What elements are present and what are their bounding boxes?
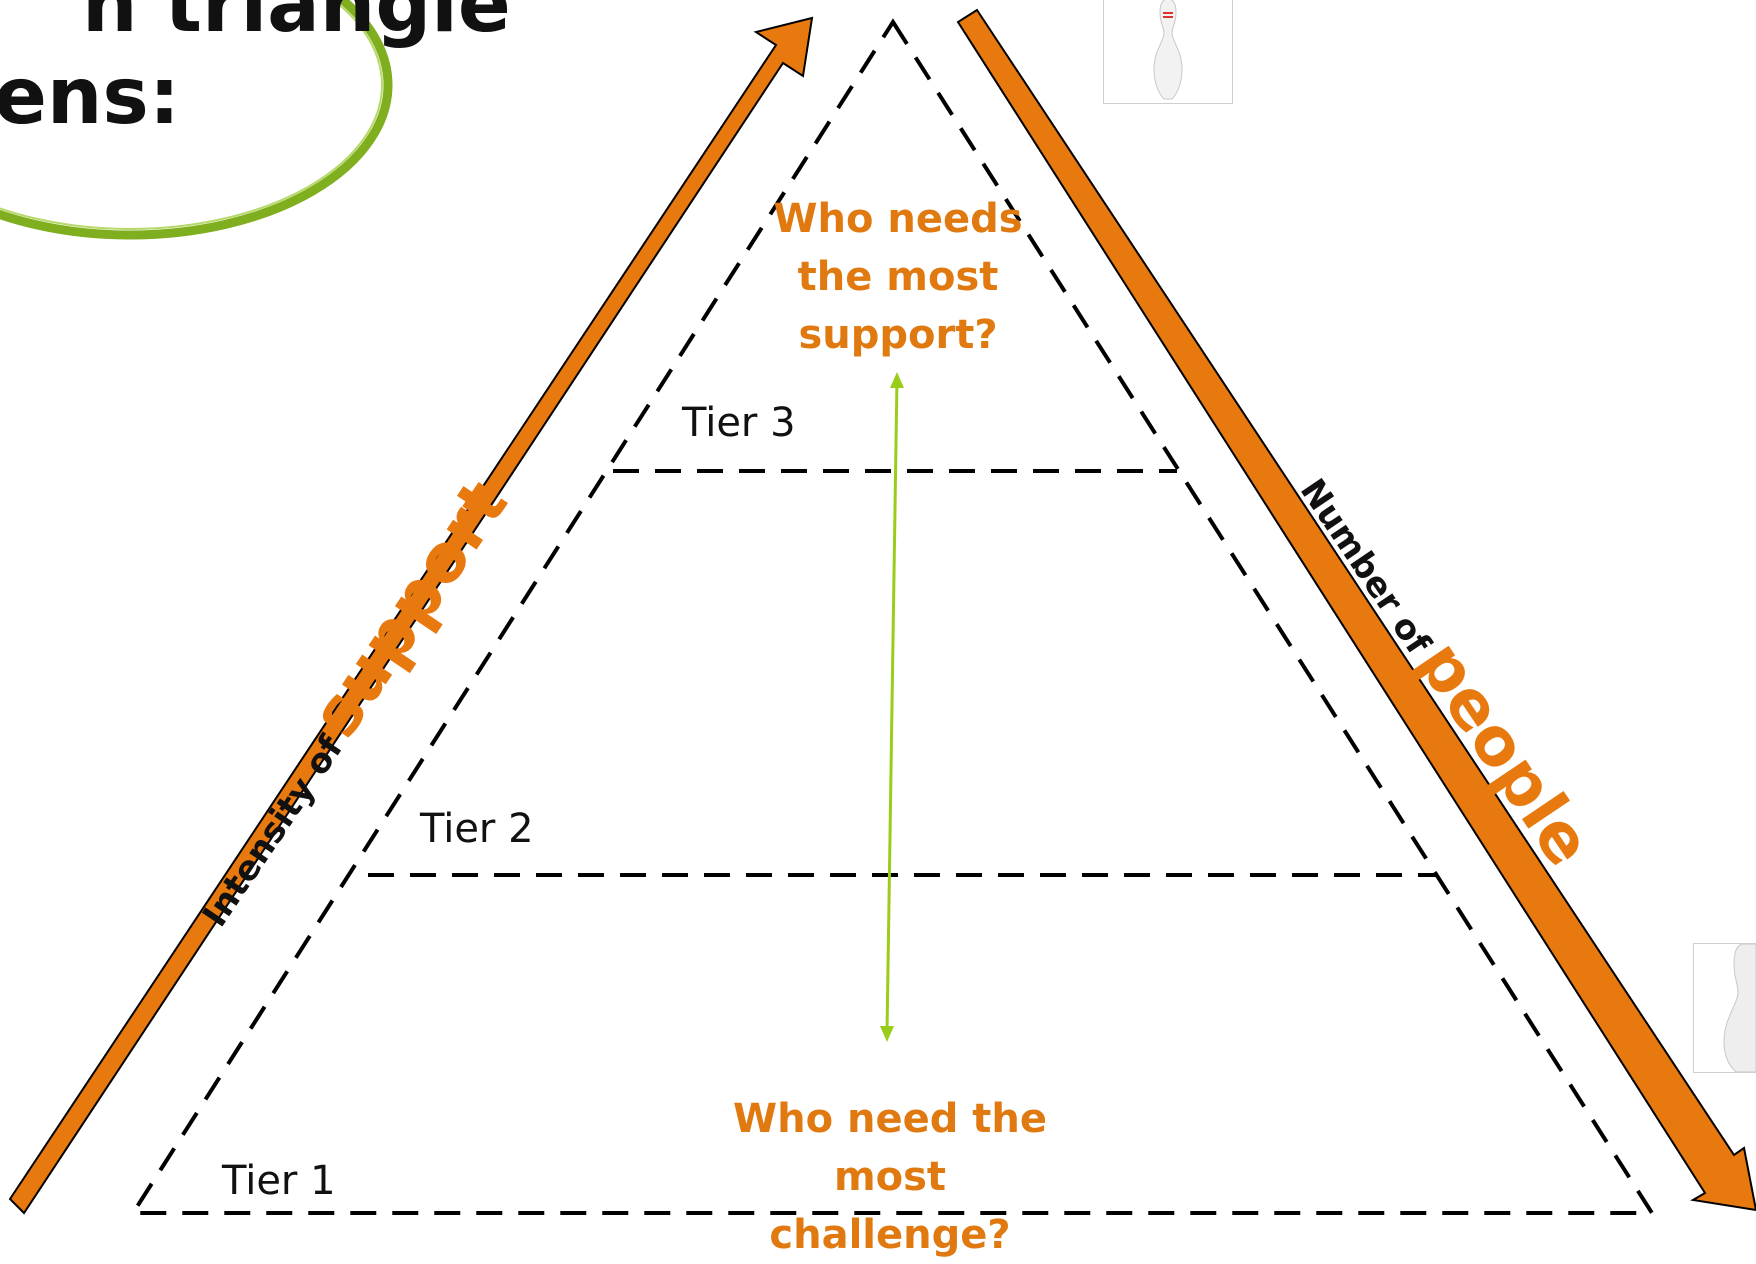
title-oval [0,0,393,240]
title-oval-inner [0,0,383,230]
pyramid-outline [129,18,1656,1215]
tier-2-label: Tier 2 [420,806,534,852]
bowling-pin-image-bottom [1693,943,1756,1073]
slide-title-line-1: n triangle [82,0,511,50]
bowling-pin-icon [1153,0,1183,100]
bowling-pin-image-top [1103,0,1233,104]
tier-3-label: Tier 3 [682,400,796,446]
tier-1-label: Tier 1 [222,1158,336,1204]
top-question: Who needs the most support? [773,196,1023,358]
people-arrow [956,8,1756,1212]
bottom-question: Who need the most challenge? [732,1096,1048,1258]
support-arrow [8,16,814,1215]
slide-title-line-2: ens: [0,52,181,142]
bowling-pin-icon [1723,944,1756,1072]
support-challenge-double-arrow [880,372,904,1042]
